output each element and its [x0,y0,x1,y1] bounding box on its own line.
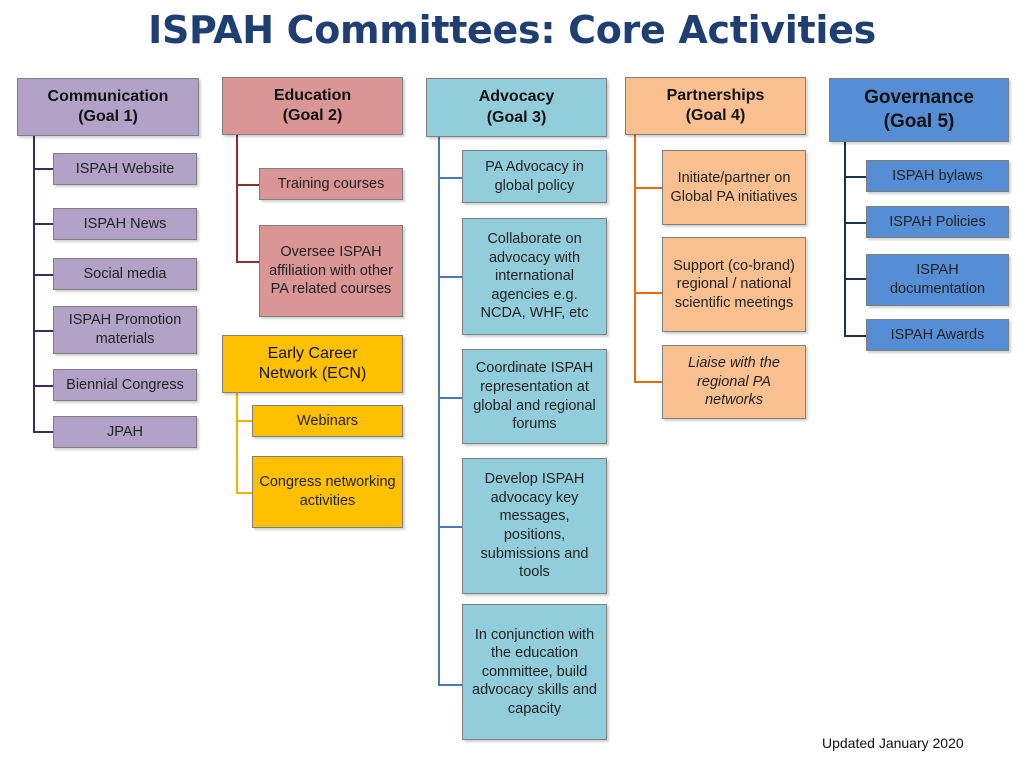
communication-item-social-media: Social media [53,258,197,290]
ecn-branch [236,420,252,422]
advocacy-header: Advocacy (Goal 3) [426,78,607,137]
communication-branch [33,330,53,332]
communication-item-jpah: JPAH [53,416,197,448]
education-header-title: Education [273,86,352,104]
advocacy-branch [438,177,462,179]
governance-header: Governance (Goal 5) [829,78,1009,142]
ecn-header-subtitle: Network (ECN) [258,365,367,382]
partnerships-header-goal: (Goal 4) [685,107,746,124]
education-branch [236,184,259,186]
page-title: ISPAH Committees: Core Activities [148,8,876,52]
advocacy-connector [438,137,440,685]
ecn-item-congress-networking: Congress networking activities [252,456,403,528]
advocacy-item-key-messages: Develop ISPAH advocacy key messages, pos… [462,458,607,594]
communication-item-promotion: ISPAH Promotion materials [53,306,197,354]
governance-branch [844,278,866,280]
communication-branch [33,168,53,170]
governance-branch [844,335,866,337]
partnerships-connector [634,135,636,382]
advocacy-item-collaborate: Collaborate on advocacy with internation… [462,218,607,335]
communication-item-news: ISPAH News [53,208,197,240]
communication-header: Communication (Goal 1) [17,78,199,136]
ecn-item-webinars: Webinars [252,405,403,437]
communication-connector [33,136,35,432]
partnerships-item-liaise: Liaise with the regional PA networks [662,345,806,419]
advocacy-item-global-policy: PA Advocacy in global policy [462,150,607,203]
advocacy-header-title: Advocacy [478,88,555,106]
governance-item-bylaws: ISPAH bylaws [866,160,1009,192]
governance-item-awards: ISPAH Awards [866,319,1009,351]
advocacy-branch [438,276,462,278]
communication-branch [33,223,53,225]
updated-note: Updated January 2020 [822,735,964,751]
advocacy-branch [438,526,462,528]
advocacy-branch [438,397,462,399]
advocacy-header-goal: (Goal 3) [486,108,547,126]
partnerships-branch [634,381,662,383]
education-connector [236,135,238,262]
advocacy-item-representation: Coordinate ISPAH representation at globa… [462,349,607,444]
partnerships-item-support: Support (co-brand) regional / national s… [662,237,806,332]
education-header-goal: (Goal 2) [282,107,343,124]
education-header: Education (Goal 2) [222,77,403,135]
ecn-branch [236,492,252,494]
communication-branch [33,274,53,276]
communication-header-goal: (Goal 1) [78,108,138,125]
ecn-header-title: Early Career [267,344,358,362]
ecn-connector [236,393,238,493]
advocacy-branch [438,684,462,686]
communication-header-title: Communication [47,87,169,105]
partnerships-item-initiate: Initiate/partner on Global PA initiative… [662,150,806,225]
communication-item-website: ISPAH Website [53,153,197,185]
education-item-affiliation: Oversee ISPAH affiliation with other PA … [259,225,403,317]
communication-branch [33,385,53,387]
education-branch [236,261,259,263]
governance-branch [844,222,866,224]
governance-header-goal: (Goal 5) [883,111,955,132]
partnerships-branch [634,292,662,294]
education-item-training: Training courses [259,168,403,200]
governance-branch [844,176,866,178]
partnerships-branch [634,187,662,189]
governance-header-title: Governance [864,86,974,108]
partnerships-header-title: Partnerships [666,86,765,104]
governance-connector [844,142,846,336]
communication-branch [33,431,53,433]
partnerships-header: Partnerships (Goal 4) [625,77,806,135]
advocacy-item-skills-capacity: In conjunction with the education commit… [462,604,607,740]
governance-item-documentation: ISPAH documentation [866,254,1009,306]
communication-item-congress: Biennial Congress [53,369,197,401]
governance-item-policies: ISPAH Policies [866,206,1009,238]
